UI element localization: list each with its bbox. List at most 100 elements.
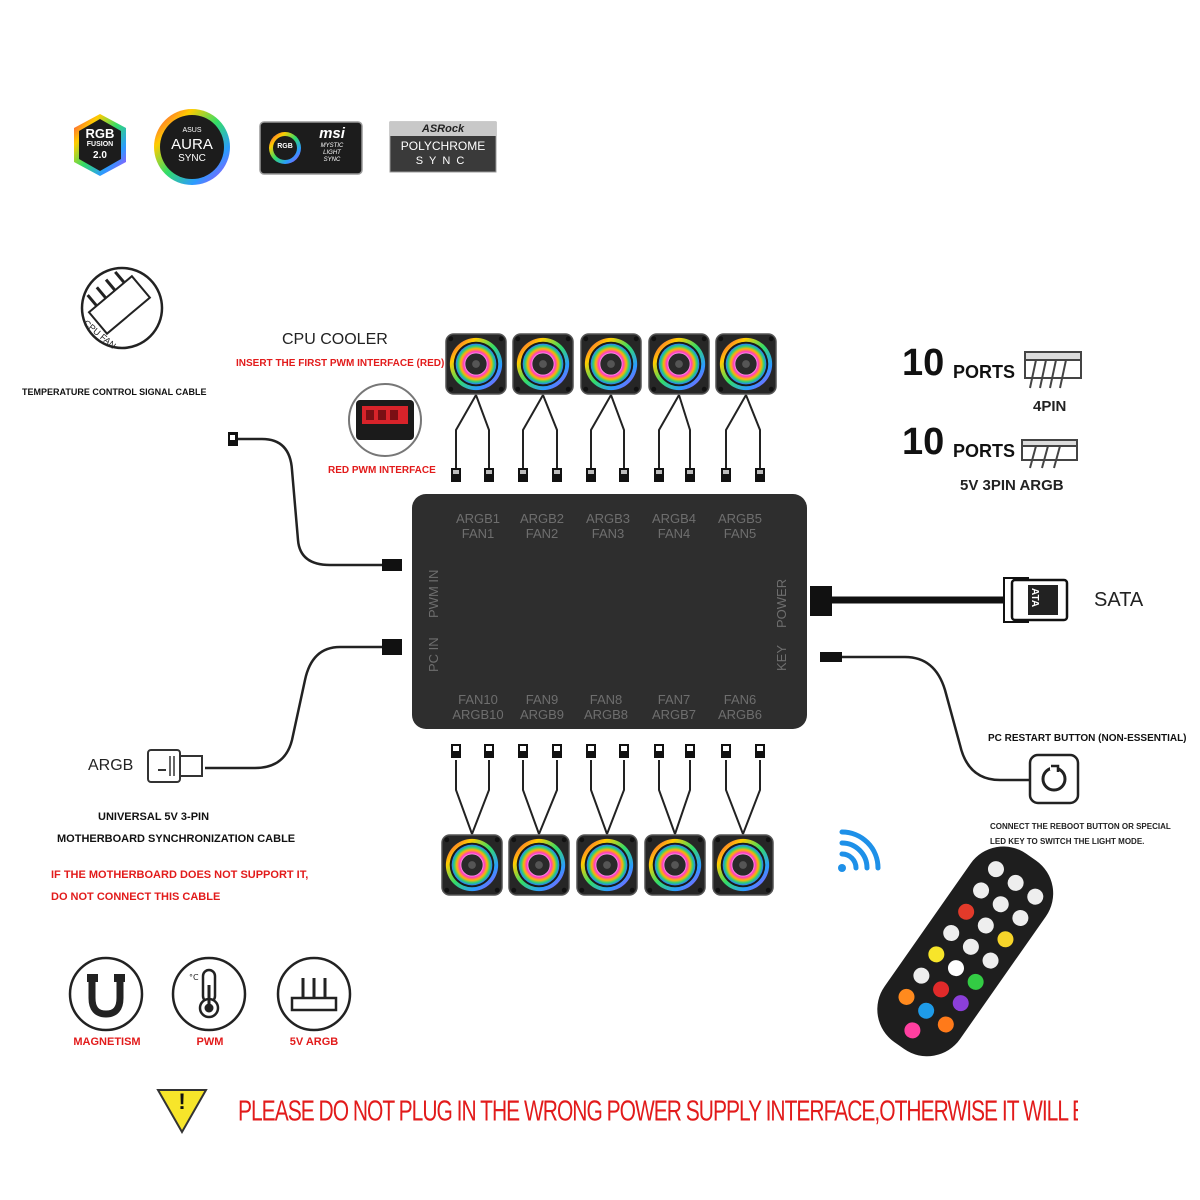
fan-top-5 xyxy=(715,333,777,395)
red-pwm-interface-label: RED PWM INTERFACE xyxy=(328,465,436,476)
fan-bottom-10 xyxy=(441,834,503,896)
ports-word-2: PORTS xyxy=(953,441,1016,461)
hub-argb5-label: ARGB5 xyxy=(717,511,763,526)
fan-top-3 xyxy=(580,333,642,395)
feature-argb-label: 5V ARGB xyxy=(289,1036,339,1048)
fan-top-2 xyxy=(512,333,574,395)
warn-line2: DO NOT CONNECT THIS CABLE xyxy=(51,891,221,903)
asrock-sync-text: SYNC xyxy=(415,155,471,167)
feature-magnetism-label: MAGNETISM xyxy=(73,1036,141,1048)
hub-argb10-label: ARGB10 xyxy=(452,707,504,722)
feature-pwm-label: PWM xyxy=(196,1036,224,1048)
fan-bottom-7 xyxy=(644,834,706,896)
restart-button-label: PC RESTART BUTTON (NON-ESSENTIAL) xyxy=(988,733,1187,744)
fan-top-4 xyxy=(648,333,710,395)
hub-fan10-label: FAN10 xyxy=(458,692,498,707)
sata-cable xyxy=(810,577,1069,623)
hub-fan5-label: FAN5 xyxy=(723,526,757,541)
rgb-fusion-text: RGB FUSION 2.0 xyxy=(74,126,126,161)
asrock-logo xyxy=(389,121,497,173)
asus-aura-logo xyxy=(154,109,230,185)
hub-body xyxy=(412,494,807,729)
msi-line2: LIGHT xyxy=(323,150,341,156)
warning-triangle-icon xyxy=(156,1089,208,1135)
remote-buttons xyxy=(898,861,1044,1039)
pwm-in-cable xyxy=(228,432,402,571)
restart-note-line2: LED KEY TO SWITCH THE LIGHT MODE. xyxy=(990,837,1145,846)
top-fan-cables xyxy=(455,394,761,470)
hub-pwm-in-label: PWM IN xyxy=(426,569,441,618)
rgb-fusion-line2: FUSION xyxy=(86,141,114,148)
hub-key-label: KEY xyxy=(774,644,789,671)
svg-text:°C: °C xyxy=(189,973,199,982)
hub-fan3-label: FAN3 xyxy=(591,526,625,541)
pc-in-cable xyxy=(205,639,402,770)
fan-bottom-8 xyxy=(576,834,638,896)
remote-control xyxy=(877,846,1054,1057)
rgb-fusion-line3: 2.0 xyxy=(93,150,107,161)
ports-type-1: 4PIN xyxy=(1033,398,1067,415)
hub-argb9-label: ARGB9 xyxy=(519,707,565,722)
wifi-signal-icon xyxy=(838,829,881,872)
ports-word-1: PORTS xyxy=(953,362,1016,382)
hub-argb7-label: ARGB7 xyxy=(651,707,697,722)
hub-fan8-label: FAN8 xyxy=(589,692,623,707)
ports-type-2: 5V 3PIN ARGB xyxy=(960,477,1064,494)
cpu-cooler-title: CPU COOLER xyxy=(282,331,388,348)
cpu-cooler-instruction: INSERT THE FIRST PWM INTERFACE (RED) xyxy=(236,358,445,369)
asus-aura-line2: AURA xyxy=(171,136,213,153)
hub-argb2-label: ARGB2 xyxy=(519,511,565,526)
warn-line1: IF THE MOTHERBOARD DOES NOT SUPPORT IT, xyxy=(51,869,309,881)
sata-plug-text: ATA xyxy=(1029,588,1040,608)
argb-connector-icon xyxy=(276,956,352,1032)
bottom-fan-plugs xyxy=(451,744,765,758)
ports-count-2: 10 xyxy=(902,421,945,463)
hub-fan4-label: FAN4 xyxy=(657,526,691,541)
rgb-fusion-line1: RGB xyxy=(85,126,115,141)
warning-symbol: ! xyxy=(178,1089,186,1114)
rgb-fusion-logo xyxy=(74,114,126,176)
ports-count-1: 10 xyxy=(902,342,945,384)
msi-mystic-text: MYSTIC LIGHT SYNC xyxy=(306,143,358,164)
hub-fan9-label: FAN9 xyxy=(525,692,559,707)
hub-fan7-label: FAN7 xyxy=(657,692,691,707)
hub-argb6-label: ARGB6 xyxy=(717,707,763,722)
hub-argb1-label: ARGB1 xyxy=(455,511,501,526)
top-fan-plugs xyxy=(451,468,765,482)
argb-plug-icon xyxy=(147,749,203,783)
asus-aura-line1: ASUS xyxy=(182,127,202,134)
magnetism-icon xyxy=(68,956,144,1032)
hub-argb4-label: ARGB4 xyxy=(651,511,697,526)
msi-logo xyxy=(259,121,363,175)
warning-text: PLEASE DO NOT PLUG IN THE WRONG POWER SU… xyxy=(238,1096,1078,1128)
fan-top-1 xyxy=(445,333,507,395)
four-pin-icon xyxy=(1024,351,1082,389)
restart-note-line1: CONNECT THE REBOOT BUTTON OR SPECIAL xyxy=(990,822,1171,831)
hub-fan6-label: FAN6 xyxy=(723,692,757,707)
hub-argb8-label: ARGB8 xyxy=(583,707,629,722)
key-cable xyxy=(820,652,1080,805)
cpu-fan-icon xyxy=(80,266,164,350)
fan-bottom-6 xyxy=(712,834,774,896)
asrock-brand-text: ASRock xyxy=(421,123,465,135)
bottom-fan-cables xyxy=(455,760,761,835)
fan-bottom-9 xyxy=(508,834,570,896)
hub-power-label: POWER xyxy=(774,578,789,628)
msi-brand-text: msi xyxy=(319,125,345,142)
msi-line3: SYNC xyxy=(323,157,341,163)
msi-line1: MYSTIC xyxy=(320,143,344,149)
sata-label: SATA xyxy=(1094,589,1144,611)
hub-pc-in-label: PC IN xyxy=(426,637,441,672)
three-pin-icon xyxy=(1021,439,1078,469)
asus-aura-line3: SYNC xyxy=(178,153,206,164)
asus-aura-text: ASUS AURA SYNC xyxy=(160,124,224,166)
red-pwm-interface-icon xyxy=(348,383,422,457)
